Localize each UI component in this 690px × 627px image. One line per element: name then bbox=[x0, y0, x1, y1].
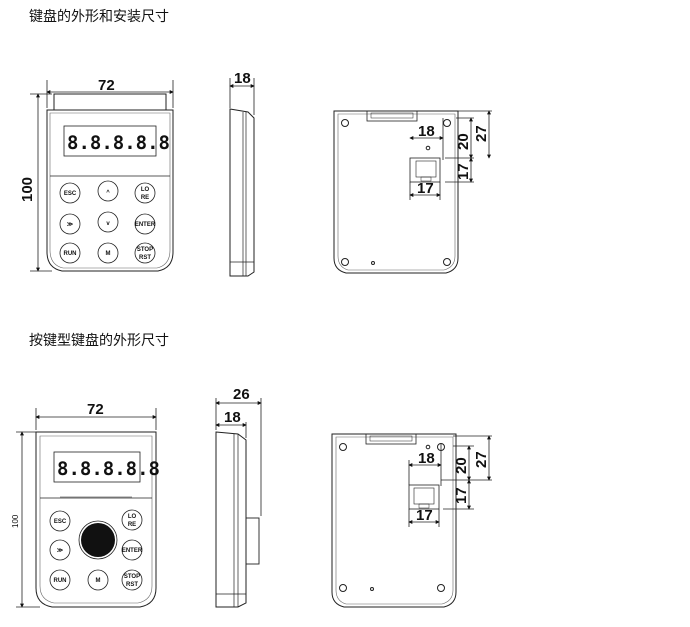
front-view-top bbox=[46, 93, 174, 272]
dim-label: 100 bbox=[19, 177, 36, 202]
keypad-top bbox=[59, 180, 156, 264]
dim-label: 20 bbox=[455, 133, 472, 150]
dim-label: 72 bbox=[87, 401, 104, 418]
dim-label: 17 bbox=[416, 507, 433, 524]
side-view-bottom bbox=[215, 431, 260, 608]
dim-label: 26 bbox=[233, 386, 250, 403]
dim-label: 18 bbox=[234, 70, 251, 87]
display-digits: 8.8.8.8.8 bbox=[57, 458, 160, 480]
dim-label: 100 bbox=[11, 514, 20, 528]
dim-label: 20 bbox=[453, 457, 470, 474]
dim-label: 27 bbox=[473, 125, 490, 142]
dim-side-bottom bbox=[215, 398, 262, 516]
dim-label: 17 bbox=[455, 163, 472, 180]
dim-width-bottom bbox=[35, 408, 157, 430]
dim-height-bottom bbox=[16, 431, 40, 608]
key-m[interactable]: M bbox=[106, 251, 111, 257]
key-re[interactable]: RE bbox=[128, 522, 136, 528]
dim-side-depth-top bbox=[229, 78, 255, 115]
dim-label: 18 bbox=[418, 450, 435, 467]
key-shift[interactable]: ≫ bbox=[57, 548, 63, 554]
key-lo[interactable]: LO bbox=[141, 187, 150, 193]
dim-label: 72 bbox=[98, 77, 115, 94]
key-stop[interactable]: STOP bbox=[124, 574, 140, 580]
front-view-bottom bbox=[35, 431, 157, 608]
side-view-top bbox=[229, 108, 255, 277]
back-view-top bbox=[333, 110, 459, 274]
dim-label: 18 bbox=[418, 123, 435, 140]
key-shift[interactable]: ≫ bbox=[67, 222, 73, 228]
dim-back-bottom bbox=[408, 435, 492, 527]
key-run[interactable]: RUN bbox=[54, 578, 67, 584]
dim-label: 17 bbox=[417, 180, 434, 197]
rotary-knob[interactable] bbox=[81, 523, 115, 557]
key-m[interactable]: M bbox=[96, 578, 101, 584]
key-down[interactable]: v bbox=[106, 221, 110, 227]
key-lo[interactable]: LO bbox=[128, 514, 137, 520]
dim-label: 18 bbox=[224, 409, 241, 426]
dim-label: 17 bbox=[453, 487, 470, 504]
key-enter[interactable]: ENTER bbox=[122, 548, 143, 554]
key-rst[interactable]: RST bbox=[126, 582, 138, 588]
back-view-bottom bbox=[331, 433, 457, 608]
key-esc[interactable]: ESC bbox=[64, 191, 77, 197]
key-rst[interactable]: RST bbox=[139, 255, 151, 261]
key-esc[interactable]: ESC bbox=[54, 519, 67, 525]
key-enter[interactable]: ENTER bbox=[135, 222, 156, 228]
dim-back-top bbox=[409, 110, 492, 200]
section-title-keyboard-install: 键盘的外形和安装尺寸 bbox=[29, 9, 169, 25]
dim-height-top bbox=[30, 93, 52, 272]
key-stop[interactable]: STOP bbox=[137, 247, 153, 253]
keypad-bottom bbox=[49, 509, 143, 591]
key-up[interactable]: ^ bbox=[106, 190, 110, 196]
key-run[interactable]: RUN bbox=[64, 251, 77, 257]
dim-label: 27 bbox=[473, 451, 490, 468]
display-digits: 8.8.8.8.8 bbox=[67, 132, 170, 154]
key-re[interactable]: RE bbox=[141, 195, 149, 201]
section-title-button-keyboard: 按键型键盘的外形尺寸 bbox=[29, 333, 169, 349]
